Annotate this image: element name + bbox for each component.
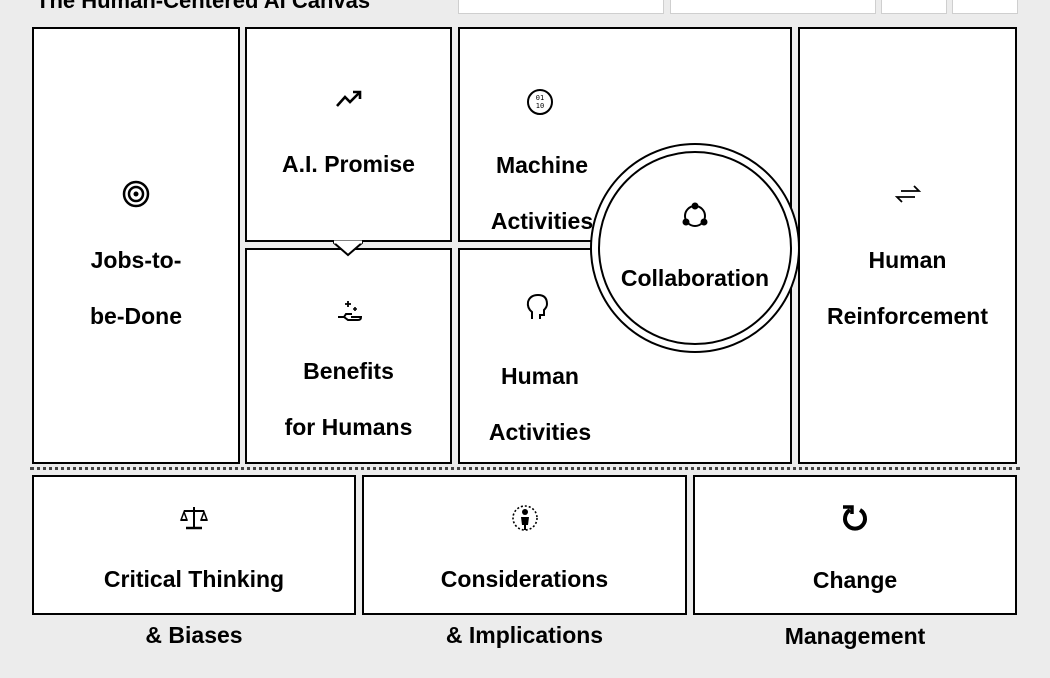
trend-up-icon [334,84,364,114]
human-activities-label: Human Activities [488,363,592,445]
connector-notch [333,240,363,257]
critical-thinking-label: Critical Thinking & Biases [103,566,285,648]
hand-sparkle-icon [334,297,364,327]
header-field-2[interactable] [670,0,876,14]
svg-text:01: 01 [536,94,544,102]
jobs-to-be-done-block[interactable]: Jobs-to- be-Done [32,27,240,464]
head-icon [523,292,553,322]
benefits-for-humans-label: Benefits for Humans [284,358,413,440]
human-reinforcement-label: Human Reinforcement [826,247,989,329]
network-triangle-icon [680,201,710,231]
considerations-block[interactable]: Considerations & Implications [362,475,687,648]
person-target-icon [510,503,540,533]
scales-icon [179,503,209,533]
change-management-block[interactable]: Change Management [693,475,1017,649]
cycle-icon [840,503,870,533]
critical-thinking-block[interactable]: Critical Thinking & Biases [32,475,356,648]
header-field-1[interactable] [458,0,664,14]
section-divider [30,467,1020,470]
svg-text:10: 10 [536,102,544,110]
collaboration-label: Collaboration [620,265,770,291]
collaboration-block[interactable]: Collaboration [590,143,800,353]
target-icon [121,179,151,209]
jobs-to-be-done-label: Jobs-to- be-Done [90,247,182,329]
ai-promise-label: A.I. Promise [282,151,415,177]
considerations-label: Considerations & Implications [440,566,609,648]
header-field-4[interactable] [952,0,1018,14]
benefits-for-humans-block[interactable]: Benefits for Humans [245,248,452,464]
machine-activities-label: Machine Activities [490,152,594,234]
ai-promise-block[interactable]: A.I. Promise [245,27,452,242]
canvas-title: The Human-Centered AI Canvas [36,0,371,13]
header-field-3[interactable] [881,0,947,14]
swap-arrows-icon [893,179,923,209]
human-reinforcement-block[interactable]: Human Reinforcement [798,27,1017,464]
change-management-label: Change Management [784,567,926,649]
